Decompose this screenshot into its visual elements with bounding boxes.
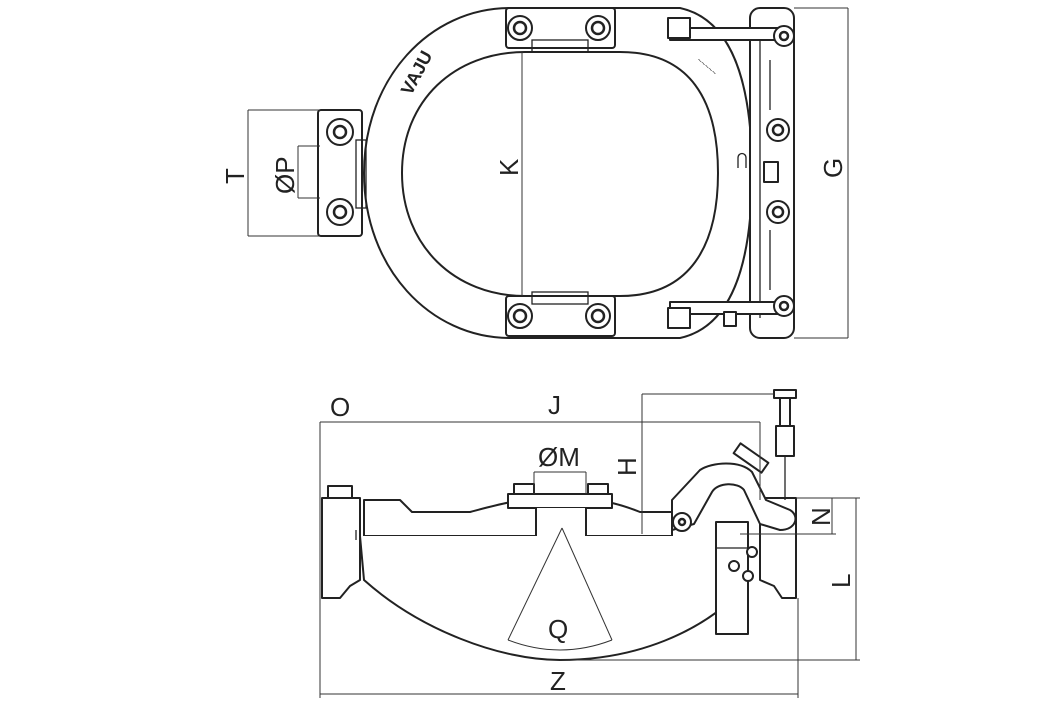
label-j: J	[548, 390, 561, 420]
dim-q-line-right	[561, 527, 613, 641]
left-flange	[321, 497, 361, 599]
top-bolt-plate	[505, 7, 616, 49]
top-view: VAJU ~~~~~ K T ØP G	[220, 7, 849, 339]
bottom-plate-tab	[531, 291, 589, 305]
label-t: T	[220, 168, 250, 184]
top-plate-bolts	[507, 15, 611, 41]
center-nut-left	[513, 483, 535, 495]
latch-hook	[737, 152, 747, 168]
label-h: H	[612, 457, 642, 476]
top-plate-tab	[531, 39, 589, 53]
label-g: G	[818, 158, 848, 178]
label-q: Q	[548, 614, 568, 644]
clamp-handle	[671, 462, 797, 531]
label-l: L	[826, 574, 856, 588]
hinge-bar-detail	[759, 30, 771, 318]
label-o: O	[330, 392, 350, 422]
bottom-plate-bolts	[507, 303, 611, 329]
hinge-bolts	[766, 25, 795, 317]
left-bracket-neck	[355, 139, 367, 209]
left-flange-nut	[327, 485, 353, 499]
top-screw-rod	[779, 397, 791, 427]
top-screw-body	[775, 425, 795, 457]
inner-opening	[401, 51, 719, 297]
top-screw-cap	[773, 389, 797, 399]
left-bracket-bolts	[326, 118, 354, 226]
lower-hinge-lug	[667, 307, 691, 329]
label-z: Z	[550, 666, 566, 696]
lower-screw	[723, 311, 737, 327]
label-m: ØM	[538, 442, 580, 472]
label-k: K	[494, 158, 524, 176]
dim-q-line-left	[507, 527, 563, 641]
center-plate	[507, 493, 613, 509]
upper-hinge-lug	[667, 17, 691, 39]
center-nut-right	[587, 483, 609, 495]
dim-q-arc	[507, 639, 613, 651]
side-view: Q ØM O J H N L Z	[319, 389, 860, 698]
label-n: N	[806, 507, 836, 526]
latch-knob	[763, 161, 779, 183]
label-p: ØP	[270, 156, 300, 194]
bottom-bolt-plate	[505, 295, 616, 337]
